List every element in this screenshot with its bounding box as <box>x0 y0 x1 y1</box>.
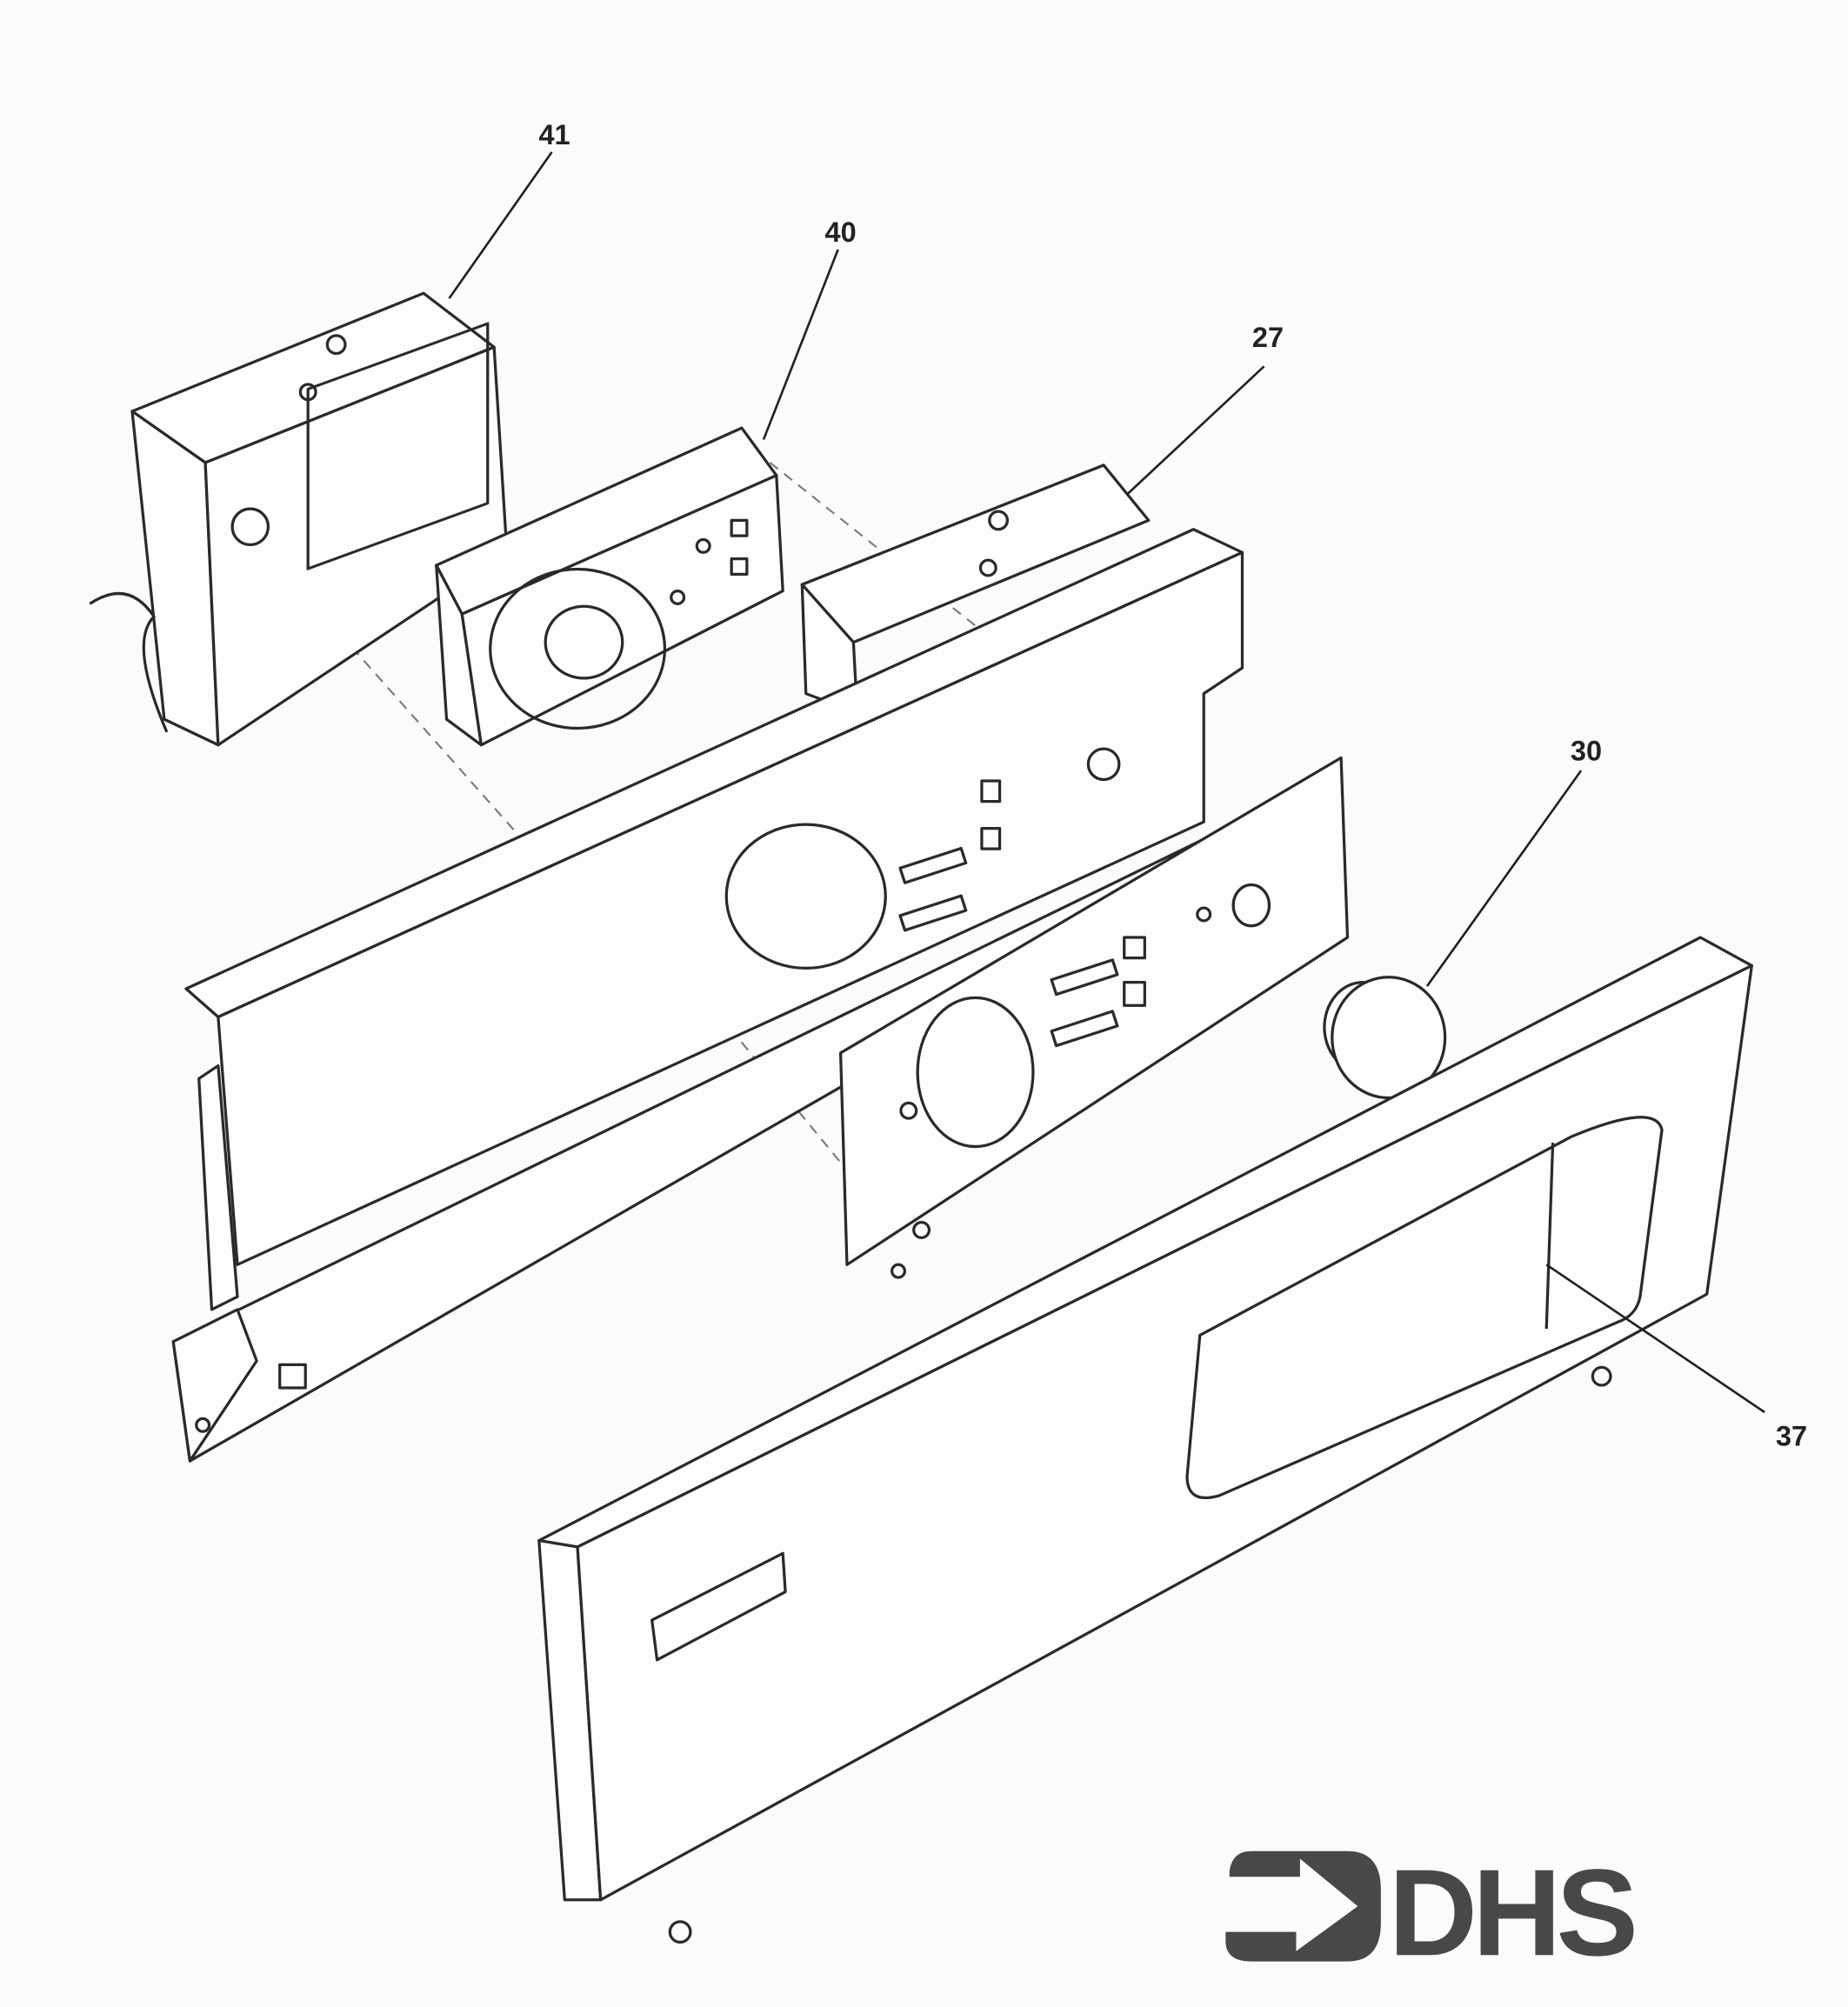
part-27-bracket-box <box>800 463 1151 715</box>
callout-27: 27 <box>1125 322 1284 496</box>
part-30-knob <box>1323 976 1447 1100</box>
callout-30: 30 <box>1425 735 1602 987</box>
part-40-selector-unit <box>435 426 784 747</box>
arrow-logo-icon <box>1225 1850 1381 1962</box>
callout-40: 40 <box>762 217 857 440</box>
facia-plate <box>838 756 1350 1279</box>
callout-label-27: 27 <box>1252 322 1284 353</box>
logo-text: DHS <box>1389 1844 1634 1982</box>
callout-label-41: 41 <box>538 119 570 150</box>
front-panel <box>537 936 1753 1944</box>
callout-label-30: 30 <box>1571 735 1602 766</box>
callout-41: 41 <box>448 119 570 299</box>
callout-label-37: 37 <box>1776 1420 1807 1451</box>
part-41-control-box <box>89 291 509 747</box>
dhs-logo: DHS <box>1225 1844 1638 1982</box>
callout-37: 37 <box>1545 1264 1807 1451</box>
callout-label-40: 40 <box>825 217 857 248</box>
